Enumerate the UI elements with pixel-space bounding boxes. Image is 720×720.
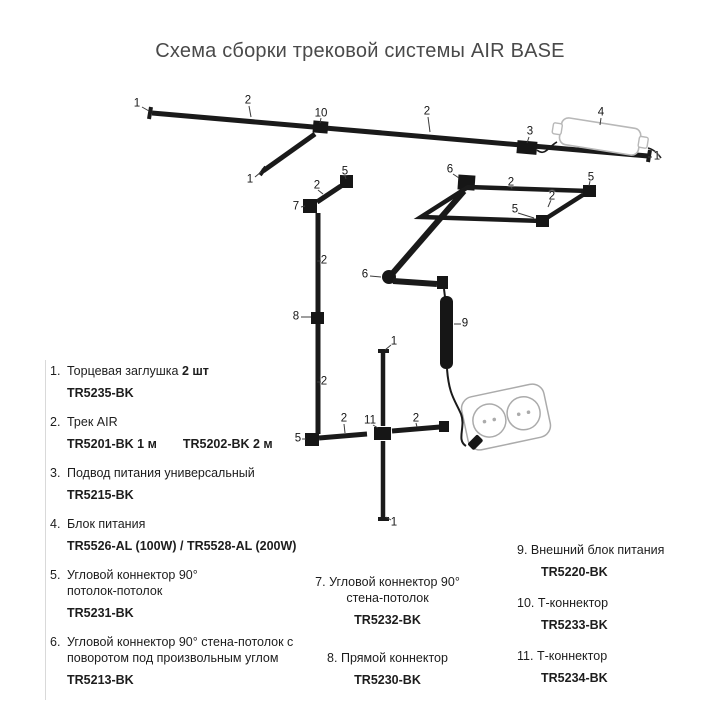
legend-item-name-text: Торцевая заглушка — [67, 364, 179, 378]
legend-item-name-text: Угловой коннектор 90° стена-потолок — [329, 575, 460, 605]
legend-item-code: TR5526-AL (100W) / TR5528-AL (200W) — [67, 539, 297, 553]
external-power-supply-9 — [440, 288, 483, 450]
legend-item-code: TR5233-BK — [541, 618, 608, 632]
t-connector-10 — [312, 120, 329, 134]
legend-item-name-text: Прямой коннектор — [340, 651, 448, 665]
track-top — [147, 106, 652, 163]
power-feed-3 — [516, 140, 538, 155]
legend-item-number: 8. — [327, 651, 338, 665]
legend-item-code: TR5201-BK 1 м TR5202-BK 2 м — [67, 436, 350, 452]
wall-socket — [460, 383, 552, 451]
legend-item-number: 1. — [50, 364, 61, 378]
legend-item-code: TR5220-BK — [541, 565, 608, 579]
legend-item-name: Угловой коннектор 90° стена-потолок с по… — [67, 635, 294, 665]
legend-item-name-text: Внешний блок питания — [530, 543, 665, 557]
legend-item-7: 7. Угловой коннектор 90° стена-потолок T… — [310, 574, 465, 628]
legend-item-code: TR5231-BK — [67, 606, 134, 620]
legend-item-code: TR5232-BK — [354, 613, 421, 627]
legend-left-column: 1. Торцевая заглушка 2 шт TR5235-BK 2. Т… — [50, 363, 350, 701]
legend-item-name: Трек AIR — [67, 415, 118, 429]
legend-item-name: Блок питания — [67, 517, 146, 531]
articulated-connector-6 — [382, 174, 476, 289]
legend-item-name: Подвод питания универсальный — [67, 466, 255, 480]
legend-item-code2-text: TR5202-BK 2 м — [182, 437, 273, 451]
legend-item-code: TR5230-BK — [354, 673, 421, 687]
legend-item-code: TR5235-BK — [67, 386, 134, 400]
legend-item-number: 7. — [315, 575, 326, 589]
legend-item-3: 3. Подвод питания универсальный TR5215-B… — [50, 465, 350, 503]
power-supply-4 — [551, 117, 649, 156]
legend-item-5: 5. Угловой коннектор 90° потолок-потолок… — [50, 567, 350, 621]
legend-item-10: 10. Т-коннектор TR5233-BK — [517, 595, 687, 633]
legend-item-number: 3. — [50, 466, 61, 480]
legend-item-6: 6. Угловой коннектор 90° стена-потолок с… — [50, 634, 350, 688]
legend-item-name: 11. Т-коннектор — [517, 648, 687, 664]
legend-item-9: 9. Внешний блок питания TR5220-BK — [517, 542, 687, 580]
legend-item-number: 10. — [517, 596, 535, 610]
legend-divider-line — [45, 360, 46, 700]
legend-item-code: TR5215-BK — [67, 488, 134, 502]
supply-cable-left — [536, 141, 558, 154]
legend-middle-column: 7. Угловой коннектор 90° стена-потолок T… — [310, 574, 465, 710]
wall-track-assembly — [303, 175, 449, 446]
legend-item-1: 1. Торцевая заглушка 2 шт TR5235-BK — [50, 363, 350, 401]
legend-item-code: TR5234-BK — [541, 671, 608, 685]
ceiling-track-loop — [413, 184, 597, 227]
callout-leaders — [141, 105, 652, 521]
legend-item-name: 9. Внешний блок питания — [517, 542, 687, 558]
track-drop — [258, 131, 317, 177]
legend-item-name: 10. Т-коннектор — [517, 595, 687, 611]
legend-item-number: 9. — [517, 543, 528, 557]
legend-item-name: Торцевая заглушка 2 шт — [67, 363, 209, 379]
legend-item-number: 6. — [50, 635, 61, 649]
legend-item-number: 2. — [50, 415, 61, 429]
legend-item-number: 11. — [517, 649, 534, 663]
legend-item-name: Угловой коннектор 90° потолок-потолок — [67, 568, 198, 598]
legend-item-code: TR5213-BK — [67, 673, 134, 687]
legend-item-number: 5. — [50, 568, 61, 582]
legend-item-name-text: Т-коннектор — [536, 649, 608, 663]
legend-item-name: 8. Прямой коннектор — [310, 650, 465, 666]
legend-item-name-text: Т-коннектор — [537, 596, 609, 610]
legend-item-4: 4. Блок питания TR5526-AL (100W) / TR552… — [50, 516, 350, 554]
legend-item-8: 8. Прямой коннектор TR5230-BK — [310, 650, 465, 688]
legend-item-name: 7. Угловой коннектор 90° стена-потолок — [310, 574, 465, 606]
legend-item-code-text: TR5201-BK 1 м — [67, 437, 157, 451]
center-vertical-track — [378, 349, 389, 521]
legend-item-11: 11. Т-коннектор TR5234-BK — [517, 648, 687, 686]
page-title: Схема сборки трековой системы AIR BASE — [155, 40, 565, 62]
legend-right-column: 9. Внешний блок питания TR5220-BK 10. Т-… — [517, 542, 687, 701]
legend-item-number: 4. — [50, 517, 61, 531]
legend-item-2: 2. Трек AIR TR5201-BK 1 м TR5202-BK 2 м — [50, 414, 350, 452]
supply-cable-right — [647, 147, 662, 159]
legend-item-name-bold: 2 шт — [181, 364, 209, 378]
